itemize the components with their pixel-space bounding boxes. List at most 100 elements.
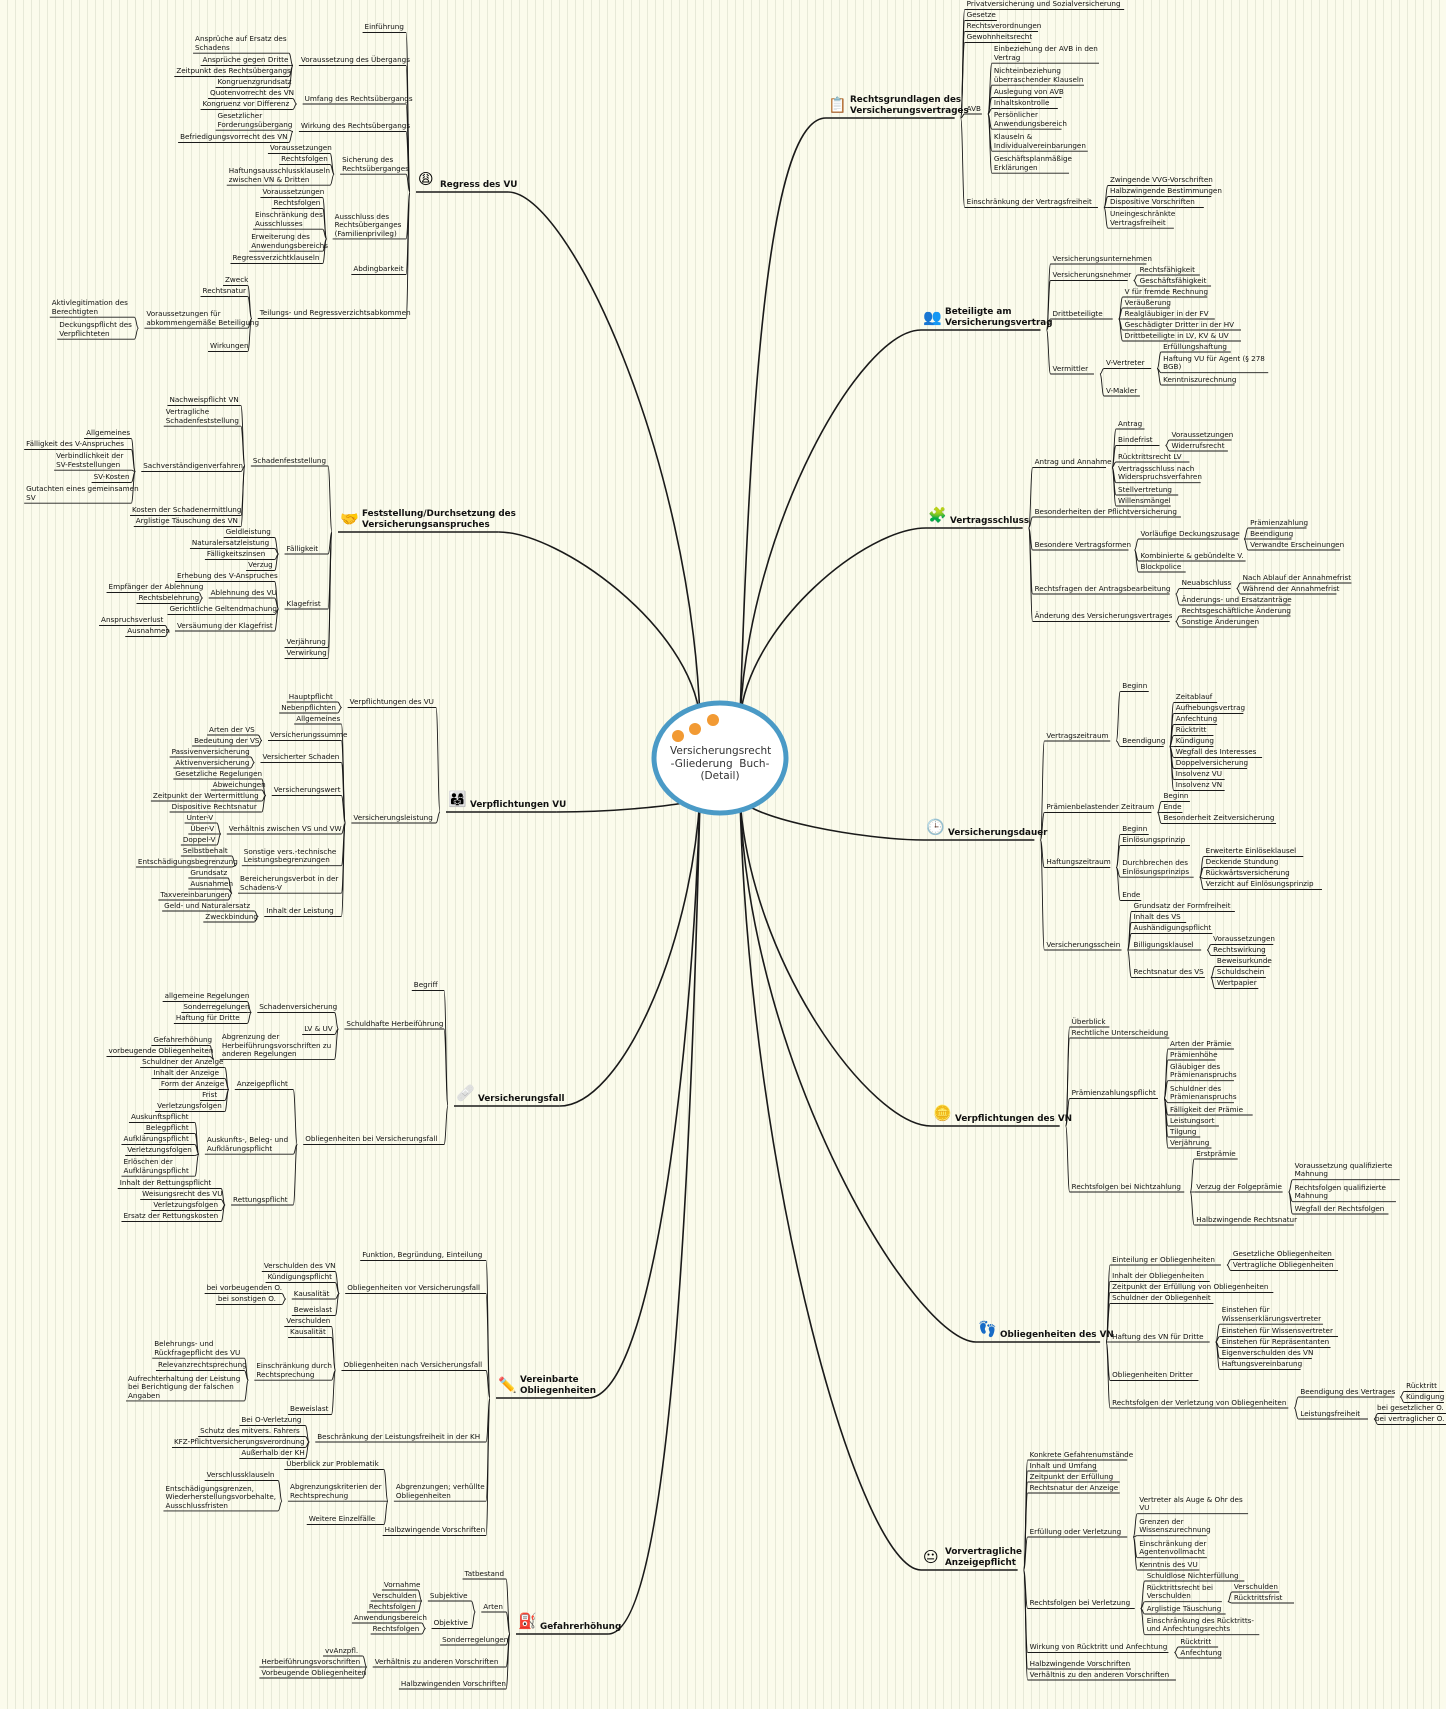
node-verschulden[interactable]: Verschulden (286, 1316, 331, 1326)
node-ausnahmen[interactable]: Ausnahmen (127, 626, 170, 636)
node-versicherungsnehmer[interactable]: Versicherungsnehmer (1052, 270, 1132, 280)
node-zwingende-vvg-vorschriften[interactable]: Zwingende VVG-Vorschriften (1109, 175, 1213, 185)
node-verjährung[interactable]: Verjährung (286, 637, 326, 647)
node-schuldner-der-obliegenheit[interactable]: Schuldner der Obliegenheit (1112, 1293, 1211, 1303)
node-außerhalb-der-kh[interactable]: Außerhalb der KH (241, 1448, 305, 1458)
node-kenntnis-des-vu[interactable]: Kenntnis des VU (1139, 1559, 1198, 1569)
node-verhältnis-zu-den-anderen-vorschriften[interactable]: Verhältnis zu den anderen Vorschriften (1029, 1669, 1170, 1679)
node-bei-gesetzlicher-o[interactable]: bei gesetzlicher O. (1377, 1403, 1444, 1413)
node-überblick-zur-problematik[interactable]: Überblick zur Problematik (286, 1459, 379, 1469)
node-inhalt-des-vs[interactable]: Inhalt des VS (1133, 912, 1181, 922)
node-nach-ablauf-der-annahmefrist[interactable]: Nach Ablauf der Annahmefrist (1242, 572, 1352, 582)
node-wegfall-des-interesses[interactable]: Wegfall des Interesses (1175, 747, 1257, 757)
node-obliegenheiten-dritter[interactable]: Obliegenheiten Dritter (1112, 1370, 1193, 1380)
node-eigenverschulden-des-vn[interactable]: Eigenverschulden des VN (1221, 1348, 1314, 1358)
node-anzeigepflicht[interactable]: Anzeigepflicht (236, 1079, 288, 1089)
node-geschäftsfähigkeit[interactable]: Geschäftsfähigkeit (1139, 275, 1207, 285)
node-rücktritt[interactable]: Rücktritt (1406, 1381, 1437, 1391)
node-verzicht-auf-einlösungsprinzip[interactable]: Verzicht auf Einlösungsprinzip (1205, 879, 1314, 889)
node-vertragsschluss-nach-widerspruchsverfahr[interactable]: Vertragsschluss nach Widerspruchsverfahr… (1118, 463, 1202, 482)
node-rechtsfolgen-qualifizierte-mahnung[interactable]: Rechtsfolgen qualifizierte Mahnung (1294, 1182, 1386, 1201)
node-geschäftsplanmäßige-erklärungen[interactable]: Geschäftsplanmäßige Erklärungen (993, 154, 1072, 172)
node-gläubiger-des-prämienanspruchs[interactable]: Gläubiger des Prämienanspruchs (1170, 1061, 1237, 1080)
node-avb[interactable]: AVB (966, 103, 981, 113)
node-beweislast[interactable]: Beweislast (293, 1305, 333, 1315)
node-schadenfeststellung[interactable]: Schadenfeststellung (252, 455, 327, 465)
node-zeitablauf[interactable]: Zeitablauf (1175, 692, 1213, 702)
node-abweichungen[interactable]: Abweichungen (212, 779, 266, 789)
node-unter-v[interactable]: Unter-V (186, 812, 214, 822)
node-sachverständigenverfahren[interactable]: Sachverständigenverfahren (143, 461, 243, 471)
node-weisungsrecht-des-vu[interactable]: Weisungsrecht des VU (142, 1189, 223, 1199)
node-uneingeschränkte-vertragsfreiheit[interactable]: Uneingeschränkte Vertragsfreiheit (1109, 209, 1176, 227)
node-veräußerung[interactable]: Veräußerung (1124, 297, 1171, 307)
node-teilungs-und-regressverzichtsabkommen[interactable]: Teilungs- und Regressverzichtsabkommen (259, 308, 411, 318)
node-gesetzliche-regelungen[interactable]: Gesetzliche Regelungen (175, 768, 263, 778)
node-gesetzlicher-forderungsübergang[interactable]: Gesetzlicher Forderungsübergang (217, 111, 293, 129)
node-haftungszeitraum[interactable]: Haftungszeitraum (1046, 857, 1111, 867)
node-verpflichtungen-des-vu[interactable]: Verpflichtungen des VU (349, 697, 434, 707)
node-sv-kosten[interactable]: SV-Kosten (93, 472, 130, 482)
node-arglistige-täuschung[interactable]: Arglistige Täuschung (1146, 1603, 1222, 1613)
node-voraussetzung-des-übergangs[interactable]: Voraussetzung des Übergangs (300, 55, 410, 65)
node-rückwärtsversicherung[interactable]: Rückwärtsversicherung (1205, 868, 1290, 878)
node-geldleistung[interactable]: Geldleistung (225, 527, 271, 537)
node-vertragszeitraum[interactable]: Vertragszeitraum (1046, 730, 1109, 740)
node-ersatz-der-rettungskosten[interactable]: Ersatz der Rettungskosten (123, 1211, 219, 1221)
node-rechtliche-unterscheidung[interactable]: Rechtliche Unterscheidung (1071, 1027, 1169, 1037)
node-kongruenzgrundsatz[interactable]: Kongruenzgrundsatz (217, 77, 292, 87)
node-erhebung-des-v-anspruches[interactable]: Erhebung des V-Anspruches (176, 571, 278, 581)
node-gutachten-eines-gemeinsamen-sv[interactable]: Gutachten eines gemeinsamen SV (26, 484, 139, 502)
node-drittbeteiligte[interactable]: Drittbeteiligte (1052, 308, 1103, 318)
node-erweiterte-einlöseklausel[interactable]: Erweiterte Einlöseklausel (1205, 846, 1297, 856)
node-versicherungswert[interactable]: Versicherungswert (273, 785, 341, 795)
node-vorbeugende-obliegenheiten[interactable]: Vorbeugende Obliegenheiten (261, 1667, 367, 1677)
node-abdingbarkeit[interactable]: Abdingbarkeit (353, 264, 404, 274)
node-rechtsfolgen[interactable]: Rechtsfolgen (281, 154, 328, 164)
node-prämienhöhe[interactable]: Prämienhöhe (1170, 1049, 1218, 1059)
node-rechtsbelehrung[interactable]: Rechtsbelehrung (138, 593, 200, 603)
node-verzug[interactable]: Verzug (248, 560, 273, 570)
node-halbzwingende-rechtsnatur[interactable]: Halbzwingende Rechtsnatur (1196, 1214, 1298, 1224)
node-verhältnis-zwischen-vs-und-vw[interactable]: Verhältnis zwischen VS und VW (228, 823, 342, 833)
node-auslegung-von-avb[interactable]: Auslegung von AVB (993, 87, 1064, 97)
node-dispositive-rechtsnatur[interactable]: Dispositive Rechtsnatur (171, 801, 257, 811)
node-bei-vertraglicher-o[interactable]: bei vertraglicher O. (1375, 1414, 1445, 1424)
node-begriff[interactable]: Begriff (413, 980, 438, 990)
node-beginn[interactable]: Beginn (1122, 824, 1148, 834)
node-wertpapier[interactable]: Wertpapier (1216, 978, 1257, 988)
node-sonstige-vers-technische-leistungsbegren[interactable]: Sonstige vers.-technische Leistungsbegre… (243, 846, 337, 865)
node-fälligkeit[interactable]: Fälligkeit (286, 543, 319, 553)
node-besondere-vertragsformen[interactable]: Besondere Vertragsformen (1034, 539, 1132, 549)
node-insolvenz-vn[interactable]: Insolvenz VN (1175, 780, 1223, 790)
node-versicherungsdauer[interactable]: Versicherungsdauer (948, 827, 1048, 838)
node-beschränkung-der-leistungsfreiheit-in-de[interactable]: Beschränkung der Leistungsfreiheit in de… (317, 1431, 481, 1441)
node-rechtsfolgen[interactable]: Rechtsfolgen (273, 198, 321, 208)
node-aktivlegitimation-des-berechtigten[interactable]: Aktivlegitimation des Berechtigten (51, 298, 128, 316)
node-gesetzliche-obliegenheiten[interactable]: Gesetzliche Obliegenheiten (1232, 1249, 1332, 1259)
node-beginn[interactable]: Beginn (1163, 791, 1189, 801)
node-voraussetzung-qualifizierte-mahnung[interactable]: Voraussetzung qualifizierte Mahnung (1294, 1160, 1393, 1179)
node-verwandte-erscheinungen[interactable]: Verwandte Erscheinungen (1250, 539, 1345, 549)
node-kündigungspflicht[interactable]: Kündigungspflicht (267, 1272, 332, 1282)
node-hauptpflicht[interactable]: Hauptpflicht (288, 691, 333, 701)
node-zweck[interactable]: Zweck (225, 275, 249, 285)
node-relevanzrechtsprechung[interactable]: Relevanzrechtsprechung (157, 1360, 247, 1370)
node-verwirkung[interactable]: Verwirkung (286, 648, 327, 658)
node-durchbrechen-des-einlösungsprinzips[interactable]: Durchbrechen des Einlösungsprinzips (1122, 858, 1190, 876)
node-rechtsfolgen-der-verletzung-von-obliegen[interactable]: Rechtsfolgen der Verletzung von Obliegen… (1112, 1397, 1287, 1407)
node-klauseln-individualvereinbarungen[interactable]: Klauseln & Individualvereinbarungen (993, 132, 1086, 150)
node-fälligkeit-des-v-anspruches[interactable]: Fälligkeit des V-Anspruches (26, 439, 124, 449)
node-antrag[interactable]: Antrag (1118, 418, 1143, 428)
node-vertragliche-obliegenheiten[interactable]: Vertragliche Obliegenheiten (1232, 1260, 1334, 1270)
node-kombinierte-gebündelte-v[interactable]: Kombinierte & gebündelte V. (1140, 550, 1244, 560)
node-inhaltskontrolle[interactable]: Inhaltskontrolle (993, 98, 1050, 108)
node-halbzwingende-bestimmungen[interactable]: Halbzwingende Bestimmungen (1109, 186, 1222, 196)
node-versicherungsschein[interactable]: Versicherungsschein (1046, 939, 1121, 949)
node-einbeziehung-der-avb-in-den-vertrag[interactable]: Einbeziehung der AVB in den Vertrag (993, 44, 1098, 62)
node-voraussetzungen-für-abkommengemäße-betei[interactable]: Voraussetzungen für abkommengemäße Betei… (146, 309, 260, 327)
node-haftungsvereinbarung[interactable]: Haftungsvereinbarung (1221, 1359, 1303, 1369)
node-rechtswirkung[interactable]: Rechtswirkung (1213, 945, 1266, 955)
node-erfüllung-oder-verletzung[interactable]: Erfüllung oder Verletzung (1029, 1526, 1122, 1536)
node-billigungsklausel[interactable]: Billigungsklausel (1133, 939, 1194, 949)
